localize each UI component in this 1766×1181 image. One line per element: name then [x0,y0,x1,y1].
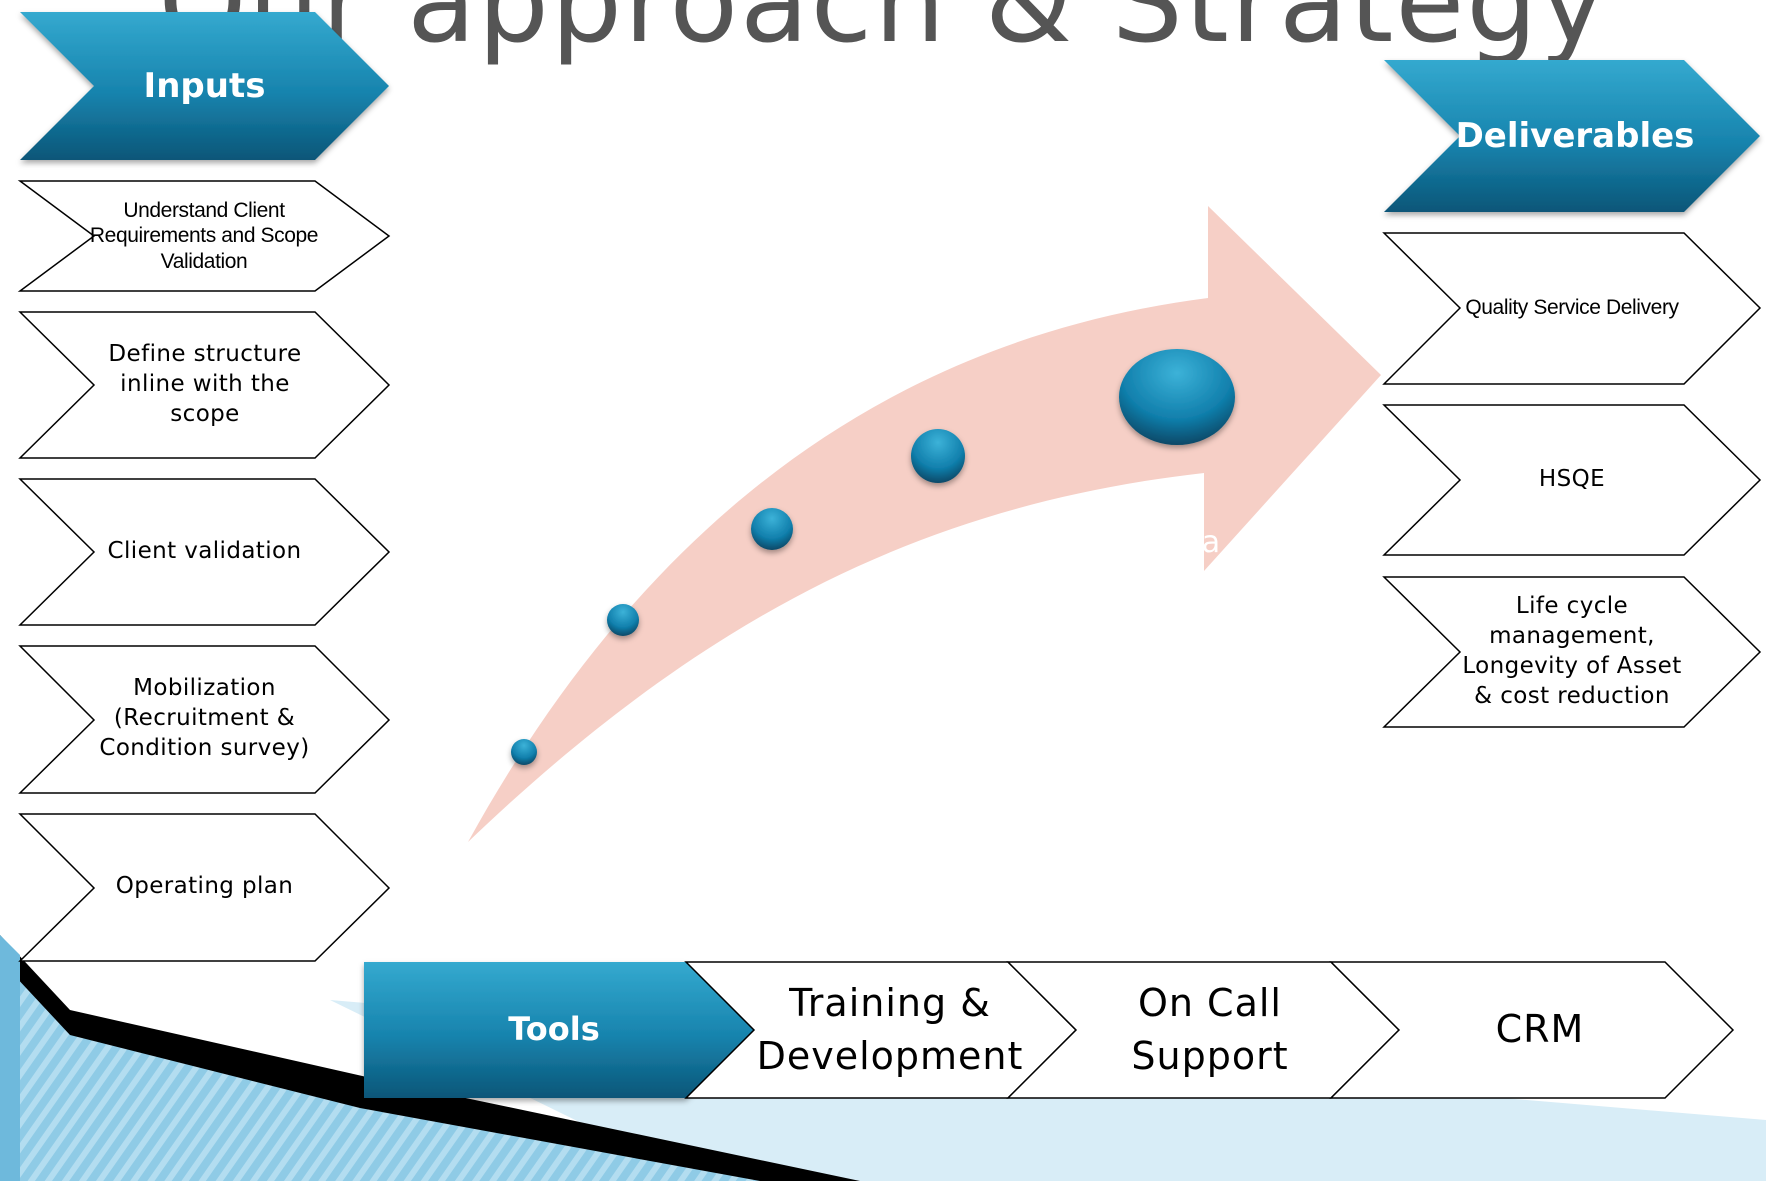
inputs-chevrons [17,180,391,962]
deliverable-chevron-3 [1382,576,1762,728]
tools-header-chevron [364,962,754,1098]
deliverable-label-3: Life cycle management, Longevity of Asse… [1462,593,1682,709]
deliverable-label-1: Quality Service Delivery [1465,296,1679,320]
tools-chevrons [684,961,1735,1099]
teal-sphere-icon [607,604,639,636]
teal-sphere-icon [911,429,965,483]
tool-label-3: CRM [1495,1007,1585,1052]
input-chevron-5 [18,813,391,962]
teal-sphere-icon [751,508,793,550]
input-label-2: Define structure inline with the scope [108,341,302,427]
input-label-1: Understand Client Requirements and Scope… [89,199,319,273]
teal-sphere-icon [511,739,537,765]
tool-label-1: Training & Development [756,980,1024,1078]
slide-title: Our approach & Strategy [158,0,1608,68]
inputs-header-chevron [20,12,389,160]
inputs-header-label: Inputs [143,65,266,106]
deliverable-chevron-2 [1382,404,1762,556]
tool-chevron-3 [1329,961,1735,1099]
tools-header-label: Tools [508,1010,600,1049]
input-chevron-3 [18,478,391,626]
input-chevron-2 [18,311,391,459]
input-label-3: Client validation [107,538,302,565]
deliverable-chevron-1 [1382,232,1762,385]
arrow-text-fragment: ta [1190,524,1221,560]
deliverables-header-chevron [1384,60,1760,212]
input-chevron-1 [17,180,391,292]
timeline-bullets [511,349,1235,765]
tool-label-2: On Call Support [1131,980,1289,1078]
input-label-5: Operating plan [115,873,294,900]
input-label-4: Mobilization (Recruitment & Condition su… [99,675,310,761]
band-light-stripe [0,960,760,1181]
input-chevron-4 [18,645,391,794]
deliverables-chevrons [1382,232,1762,728]
deliverables-header-label: Deliverables [1455,115,1695,156]
deliverable-label-2: HSQE [1538,466,1606,493]
teal-sphere-icon [1119,349,1235,445]
